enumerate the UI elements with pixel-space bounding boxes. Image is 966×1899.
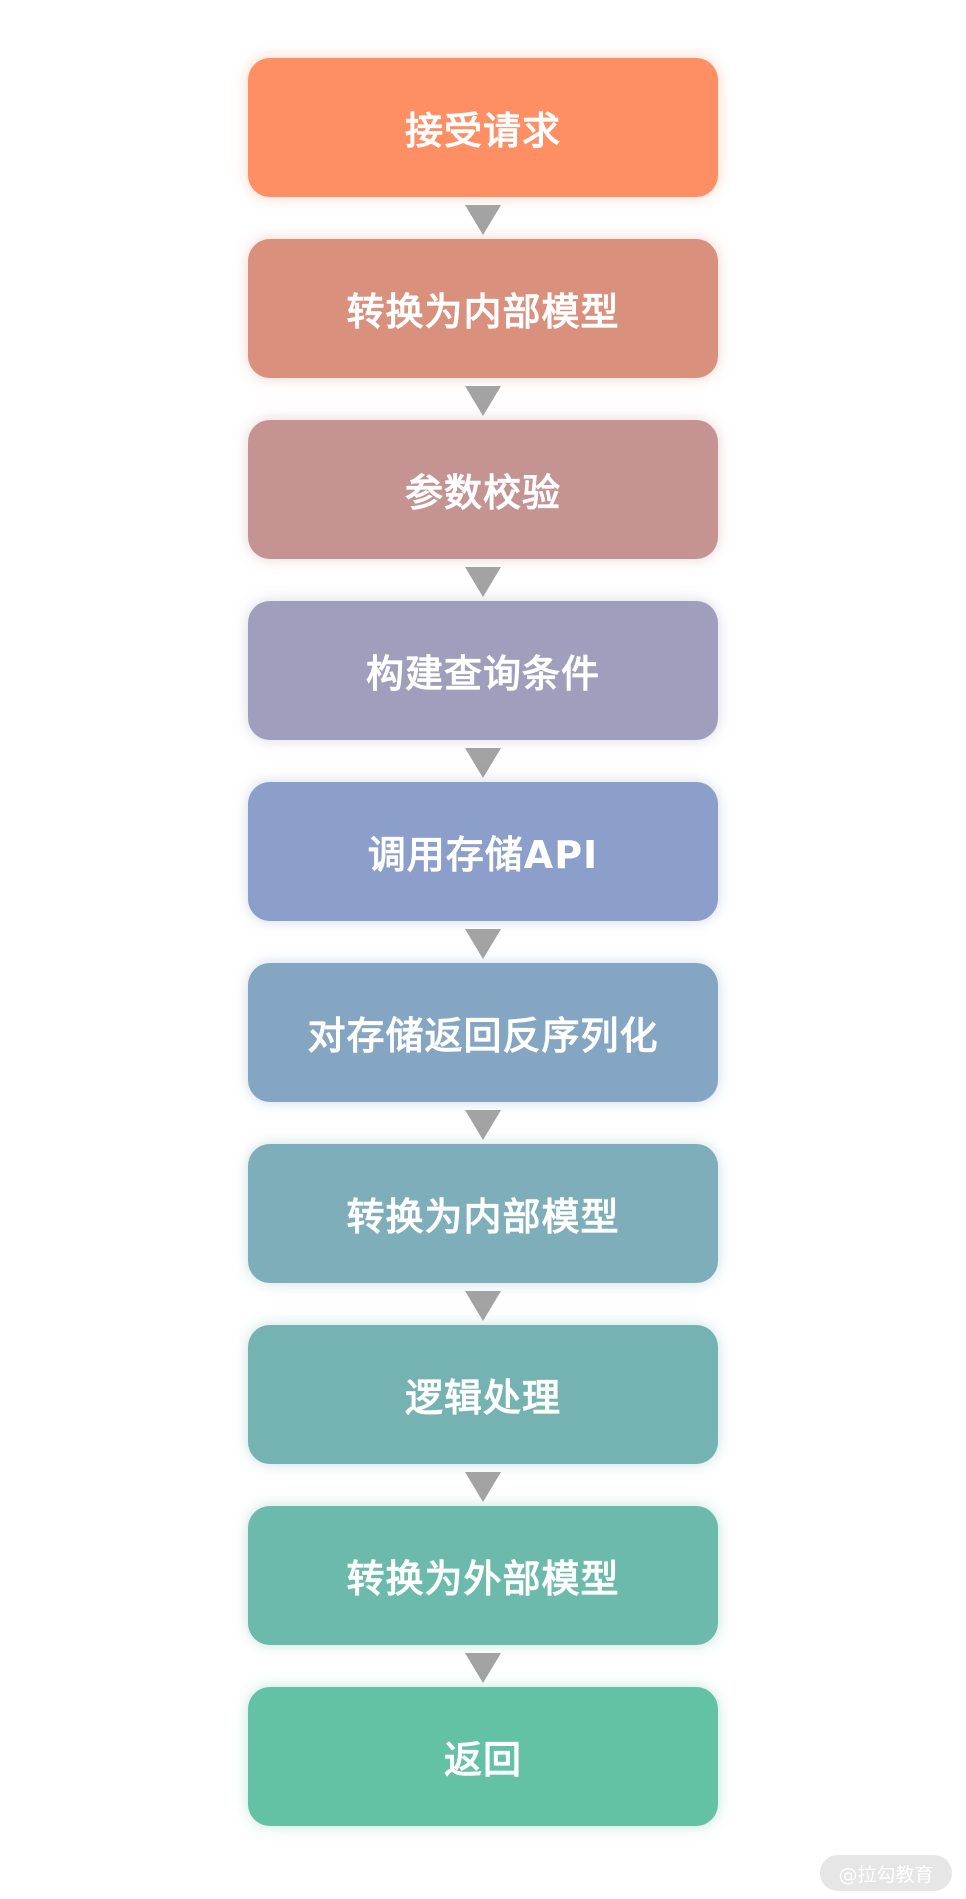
step-label: 构建查询条件: [365, 652, 600, 696]
watermark: @拉勾教育: [820, 1855, 952, 1891]
watermark-text: @拉勾教育: [838, 1863, 934, 1886]
arrow-down-icon: [465, 929, 501, 959]
step-label: 调用存储API: [367, 833, 599, 877]
step-deserialize-storage: 对存储返回反序列化: [248, 963, 718, 1102]
step-return: 返回: [248, 1687, 718, 1826]
step-convert-external-model: 转换为外部模型: [248, 1506, 718, 1645]
step-label: 参数校验: [404, 471, 561, 515]
step-label: 接受请求: [404, 109, 561, 153]
arrow-down-icon: [465, 1472, 501, 1502]
arrow-down-icon: [465, 205, 501, 235]
step-convert-internal-model: 转换为内部模型: [248, 239, 718, 378]
arrow-down-icon: [465, 748, 501, 778]
arrow-down-icon: [465, 1653, 501, 1683]
step-label: 逻辑处理: [404, 1376, 561, 1420]
arrow-down-icon: [465, 567, 501, 597]
arrow-down-icon: [465, 1291, 501, 1321]
step-build-query: 构建查询条件: [248, 601, 718, 740]
arrow-down-icon: [465, 386, 501, 416]
step-call-storage-api: 调用存储API: [248, 782, 718, 921]
step-label: 转换为外部模型: [346, 1557, 620, 1601]
step-label: 对存储返回反序列化: [307, 1014, 659, 1058]
arrow-down-icon: [465, 1110, 501, 1140]
step-label: 转换为内部模型: [346, 1195, 620, 1239]
step-convert-internal-model-2: 转换为内部模型: [248, 1144, 718, 1283]
step-logic-processing: 逻辑处理: [248, 1325, 718, 1464]
step-label: 转换为内部模型: [346, 290, 620, 334]
step-param-validation: 参数校验: [248, 420, 718, 559]
step-label: 返回: [443, 1738, 522, 1782]
step-receive-request: 接受请求: [248, 58, 718, 197]
